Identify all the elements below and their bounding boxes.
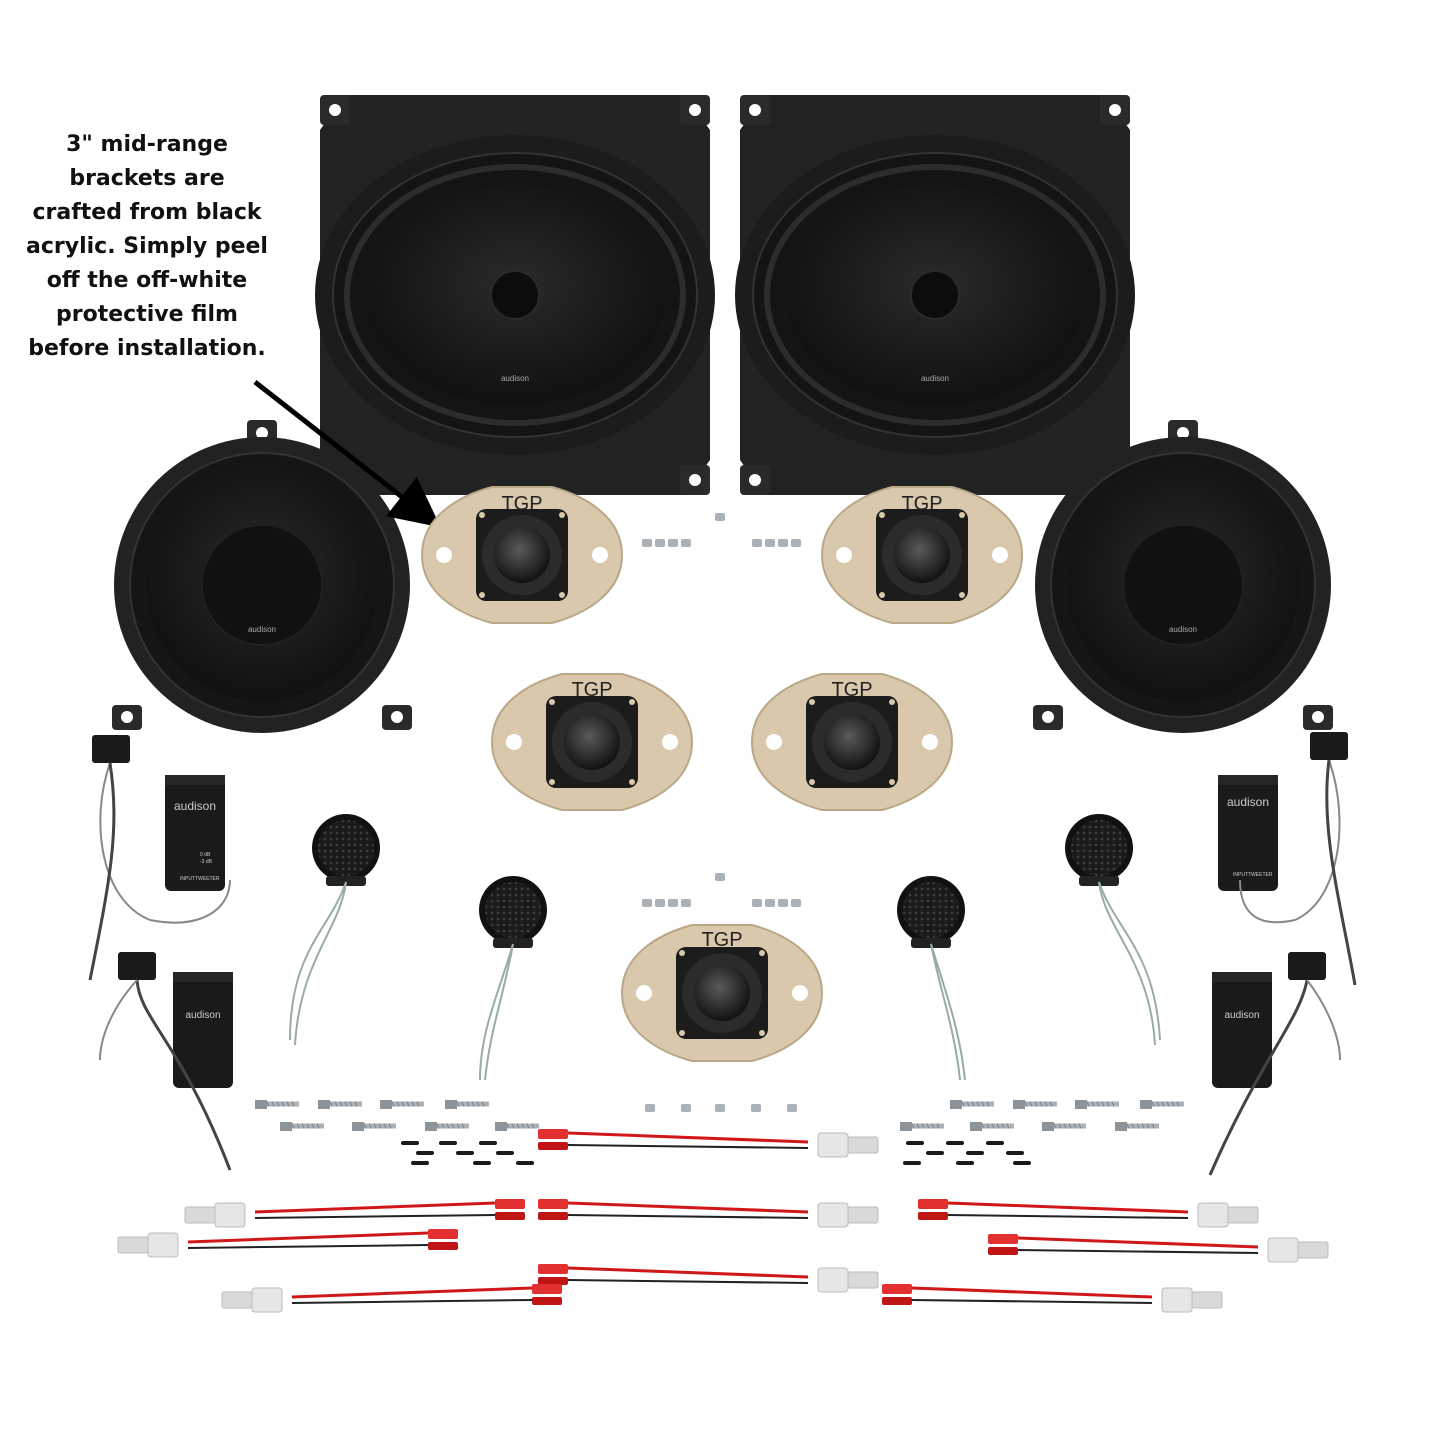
crossover-logo-1: audison [174, 799, 216, 813]
crossover-logo-3: audison [1227, 795, 1269, 809]
pointer-arrow [253, 380, 441, 528]
caption-line-5: off the off-white [46, 268, 248, 293]
tweeter-1 [312, 814, 380, 886]
oval-speaker-left [315, 95, 715, 495]
bracket-logo-2: TGP [901, 493, 942, 515]
oval-speaker-right-logo: audison [921, 374, 949, 383]
crossover-plug-right-top [1310, 732, 1348, 760]
harness-right-3 [880, 1282, 1224, 1314]
tweeter-4 [1065, 814, 1133, 886]
caption-line-7: before installation. [28, 336, 266, 361]
crossover-plug-right-bottom [1288, 952, 1326, 980]
bracket-logo-1: TGP [501, 493, 542, 515]
crossover-tweeter-label-1: TWEETER [195, 876, 220, 882]
oval-speaker-right [735, 95, 1135, 495]
harness-left-1 [183, 1197, 527, 1229]
caption-line-4: acrylic. Simply peel [26, 234, 268, 259]
tweeter-2 [479, 876, 547, 948]
bracket-logo-4: TGP [831, 679, 872, 701]
harness-left-3 [220, 1282, 564, 1314]
crossover-left-large [165, 775, 225, 891]
crossover-minus3db-label: -3 dB [200, 859, 213, 865]
harness-right-2 [986, 1232, 1330, 1264]
caption-line-1: 3" mid-range [66, 132, 228, 157]
bracket-logo-5: TGP [701, 929, 742, 951]
harness-center-2 [536, 1197, 880, 1229]
caption-line-2: brackets are [69, 166, 225, 191]
harness-center-3 [536, 1262, 880, 1294]
tweeter-3 [897, 876, 965, 948]
crossover-plug-left-bottom [118, 952, 156, 980]
harness-center-1 [536, 1127, 880, 1159]
harness-left-2 [116, 1227, 460, 1259]
crossover-tweeter-label-2: TWEETER [1248, 872, 1273, 878]
crossover-logo-2: audison [185, 1010, 220, 1021]
harness-right-1 [916, 1197, 1260, 1229]
crossover-plug-left-top [92, 735, 130, 763]
bracket-logo-3: TGP [571, 679, 612, 701]
round-woofer-right-logo: audison [1169, 625, 1197, 634]
oval-speaker-left-logo: audison [501, 374, 529, 383]
caption-line-6: protective film [56, 302, 238, 327]
crossover-logo-4: audison [1224, 1010, 1259, 1021]
caption-text: 3" mid-range brackets are crafted from b… [22, 128, 272, 366]
crossover-0db-label: 0 dB [200, 852, 211, 858]
round-woofer-left-logo: audison [248, 625, 276, 634]
caption-line-3: crafted from black [32, 200, 262, 225]
crossover-input-label-1: INPUT [180, 876, 195, 882]
crossover-input-label-2: INPUT [1233, 872, 1248, 878]
